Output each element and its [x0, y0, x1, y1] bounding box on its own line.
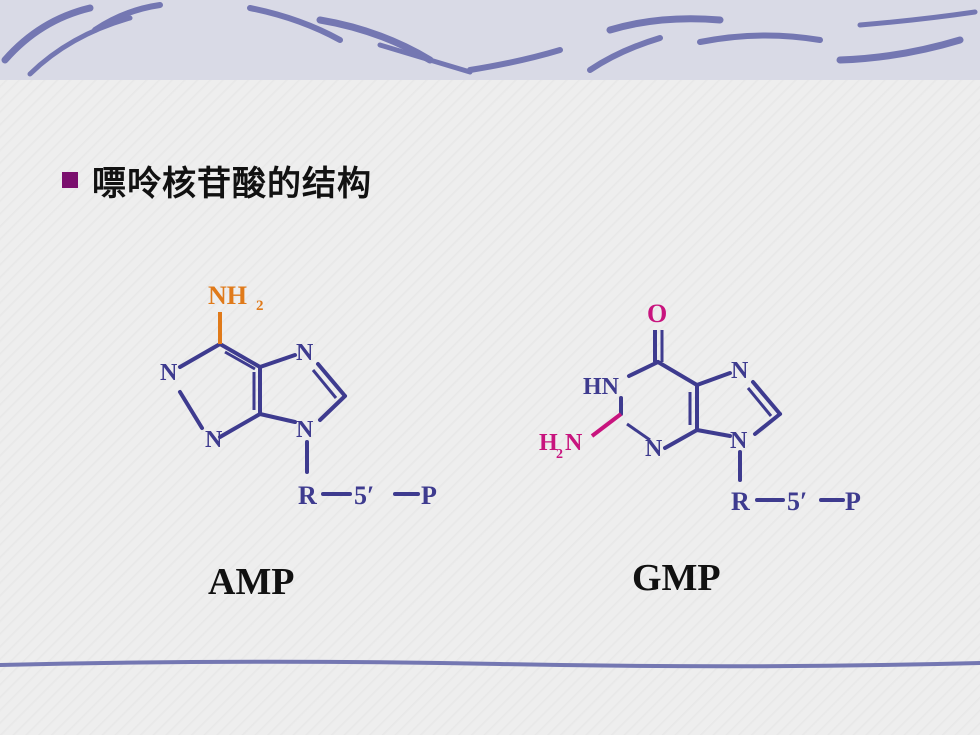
gmp-sugar-label: R: [731, 487, 750, 516]
amp-name-label: AMP: [208, 561, 295, 603]
gmp-position-label: 5′: [787, 487, 807, 516]
slide-title: 嘌呤核苷酸的结构: [92, 163, 372, 204]
title-row: 嘌呤核苷酸的结构: [62, 158, 372, 204]
gmp-phosphate-label: P: [845, 487, 861, 516]
amp-n9-label: N: [296, 417, 314, 443]
gmp-n7-label: N: [731, 358, 749, 384]
amp-amine-label: NH: [208, 281, 247, 310]
gmp-amine-subscript: 2: [556, 447, 563, 462]
amp-phosphate-label: P: [421, 481, 437, 510]
amp-n3-label: N: [205, 427, 223, 453]
decorative-banner: [0, 0, 980, 80]
amp-sugar-label: R: [298, 481, 317, 510]
amp-amine-subscript: 2: [256, 298, 264, 314]
gmp-oxygen-label: O: [647, 299, 667, 328]
gmp-hn-label: HN: [583, 374, 620, 400]
amp-position-label: 5′: [354, 481, 374, 510]
gmp-amine-n-label: N: [565, 430, 583, 456]
amp-n1-label: N: [160, 360, 178, 386]
gmp-n3-label: N: [645, 436, 663, 462]
gmp-structure: O HN H 2 N N N N R 5′ P: [539, 299, 861, 516]
amp-n7-label: N: [296, 340, 314, 366]
gmp-name-label: GMP: [632, 557, 721, 599]
decorative-bottom-line: [0, 659, 980, 669]
gmp-amine-h-label: H: [539, 430, 558, 456]
bullet-square: [62, 172, 78, 188]
gmp-n9-label: N: [730, 428, 748, 454]
amp-structure: NH 2 N N N N R 5′ P: [160, 281, 437, 510]
